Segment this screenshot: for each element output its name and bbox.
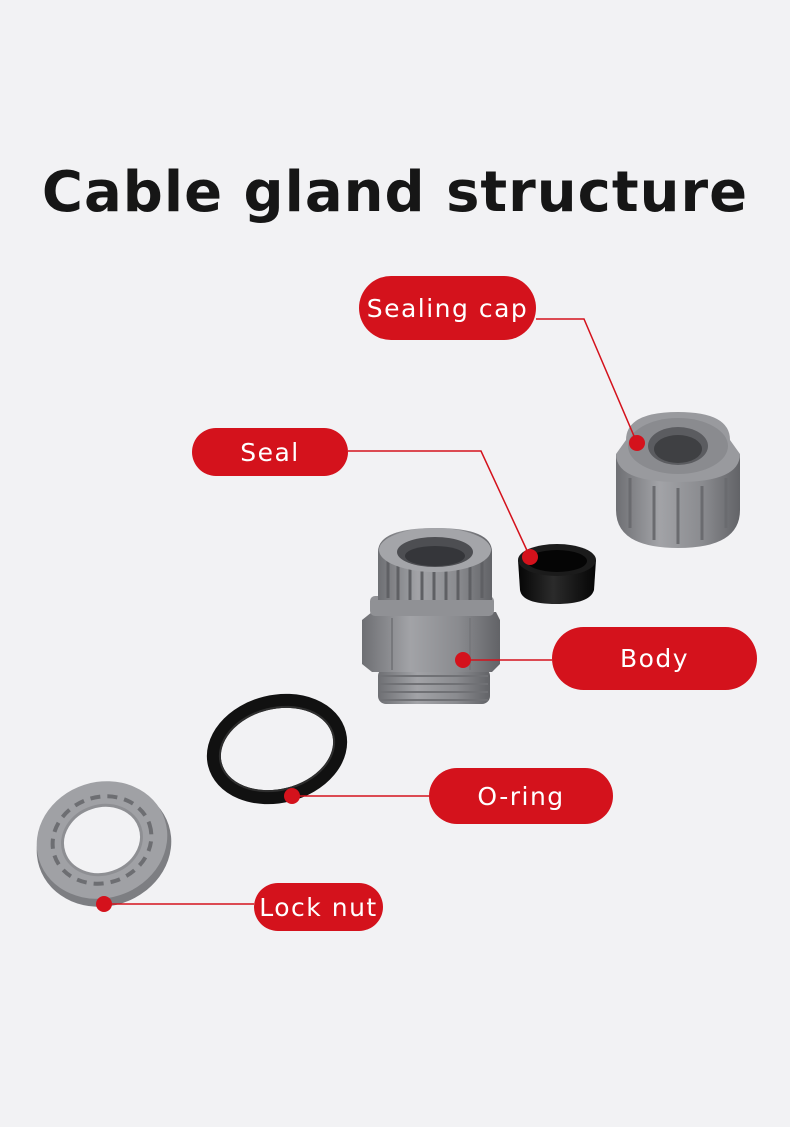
callout-dot-o-ring — [284, 788, 300, 804]
body-part — [362, 528, 500, 704]
callout-dots — [96, 435, 645, 912]
callout-dot-sealing-cap — [629, 435, 645, 451]
label-seal: Seal — [192, 428, 348, 476]
leader-lines — [104, 318, 638, 905]
callout-dot-lock-nut — [96, 896, 112, 912]
callout-dot-body — [455, 652, 471, 668]
label-lock-nut: Lock nut — [254, 883, 383, 931]
leader-line-seal — [348, 450, 531, 558]
seal-part — [518, 544, 596, 604]
o-ring-part — [206, 693, 348, 805]
label-o-ring: O-ring — [429, 768, 613, 824]
sealing-cap-part — [616, 412, 740, 548]
label-sealing-cap: Sealing cap — [359, 276, 536, 340]
lock-nut-part — [36, 781, 172, 907]
label-body: Body — [552, 627, 757, 690]
page-title: Cable gland structure — [41, 160, 749, 225]
leader-line-sealing-cap — [536, 318, 638, 444]
callout-dot-seal — [522, 549, 538, 565]
